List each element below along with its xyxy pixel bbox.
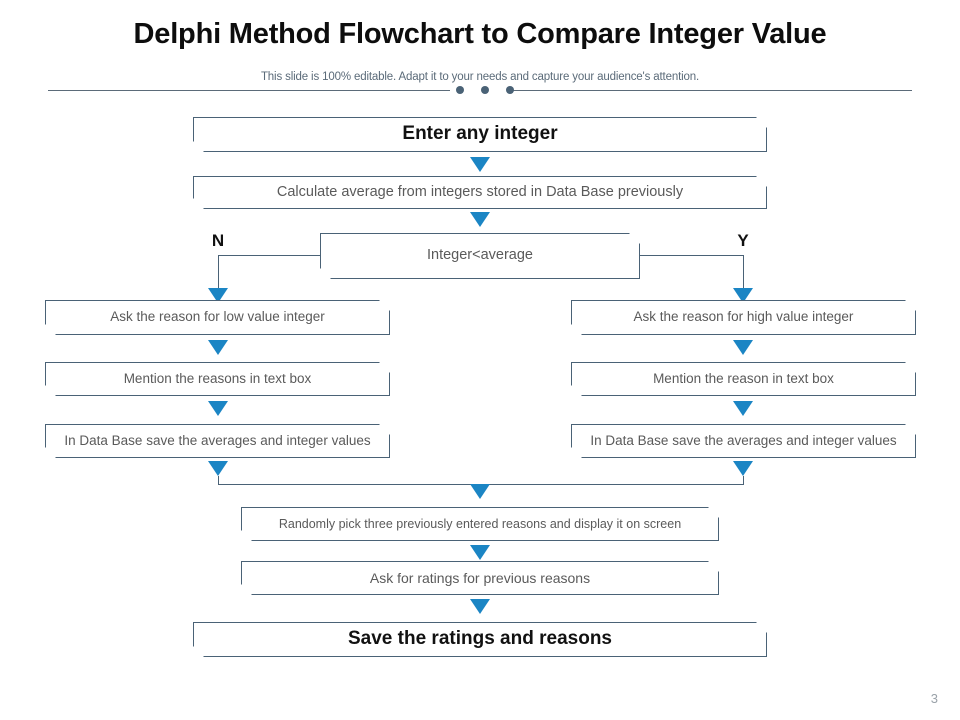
node-left-ask[interactable]: Ask the reason for low value integer	[45, 300, 390, 335]
branch-label-yes: Y	[737, 231, 749, 250]
arrow-right-ask-to-mention	[733, 340, 753, 355]
node-left-mention-label: Mention the reasons in text box	[123, 370, 312, 386]
node-left-save[interactable]: In Data Base save the averages and integ…	[45, 424, 390, 458]
node-calculate-label: Calculate average from integers stored i…	[276, 183, 684, 200]
merge-vertical-right	[743, 476, 745, 485]
node-left-ask-label: Ask the reason for low value integer	[110, 309, 325, 325]
header-dot-1	[456, 86, 464, 94]
node-decision[interactable]: Integer<average	[320, 233, 640, 279]
arrow-decision-to-right-ask	[733, 288, 753, 303]
connector-right-vertical	[743, 255, 745, 295]
node-ask-ratings[interactable]: Ask for ratings for previous reasons	[241, 561, 719, 595]
arrow-left-ask-to-mention	[208, 340, 228, 355]
node-ask-ratings-label: Ask for ratings for previous reasons	[369, 569, 591, 586]
page-title: Delphi Method Flowchart to Compare Integ…	[133, 18, 827, 50]
slide-subtitle: This slide is 100% editable. Adapt it to…	[260, 71, 700, 83]
arrow-merge-to-random-pick	[470, 484, 490, 499]
arrow-random-pick-to-ask-ratings	[470, 545, 490, 560]
arrow-start-to-calculate	[470, 157, 490, 172]
header-dot-3	[506, 86, 514, 94]
arrow-left-save-to-merge	[208, 461, 228, 476]
node-decision-label: Integer<average	[426, 247, 533, 264]
header-divider-right	[510, 90, 912, 91]
arrow-ask-ratings-to-end	[470, 599, 490, 614]
connector-left-vertical	[218, 255, 220, 295]
page-number: 3	[930, 691, 938, 706]
merge-vertical-left	[218, 476, 220, 485]
arrow-calculate-to-decision	[470, 212, 490, 227]
node-end-label: Save the ratings and reasons	[348, 628, 612, 650]
connector-decision-to-left	[218, 255, 321, 257]
node-left-save-label: In Data Base save the averages and integ…	[64, 432, 371, 448]
node-calculate[interactable]: Calculate average from integers stored i…	[193, 176, 767, 209]
node-right-ask-label: Ask the reason for high value integer	[633, 309, 854, 325]
arrow-left-mention-to-save	[208, 401, 228, 416]
node-right-ask[interactable]: Ask the reason for high value integer	[571, 300, 916, 335]
node-end[interactable]: Save the ratings and reasons	[193, 622, 767, 657]
arrow-right-mention-to-save	[733, 401, 753, 416]
branch-label-no: N	[211, 231, 225, 250]
header-divider-left	[48, 90, 450, 91]
arrow-right-save-to-merge	[733, 461, 753, 476]
header-dot-2	[481, 86, 489, 94]
node-random-pick-label: Randomly pick three previously entered r…	[278, 516, 682, 531]
node-start-label: Enter any integer	[402, 123, 558, 145]
node-right-save[interactable]: In Data Base save the averages and integ…	[571, 424, 916, 458]
node-right-save-label: In Data Base save the averages and integ…	[590, 432, 897, 448]
arrow-decision-to-left-ask	[208, 288, 228, 303]
node-right-mention[interactable]: Mention the reason in text box	[571, 362, 916, 396]
node-right-mention-label: Mention the reason in text box	[653, 370, 834, 386]
connector-decision-to-right	[639, 255, 744, 257]
node-left-mention[interactable]: Mention the reasons in text box	[45, 362, 390, 396]
node-random-pick[interactable]: Randomly pick three previously entered r…	[241, 507, 719, 541]
node-start[interactable]: Enter any integer	[193, 117, 767, 152]
